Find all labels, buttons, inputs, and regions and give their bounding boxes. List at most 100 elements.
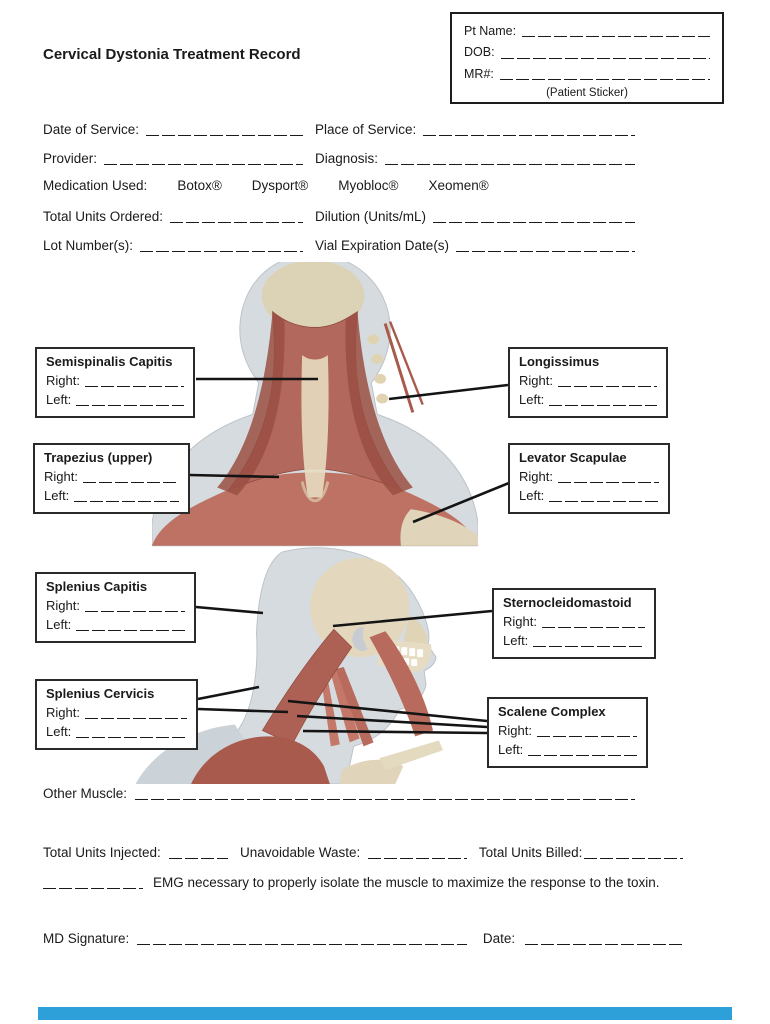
right-label: Right:: [44, 468, 78, 484]
other-muscle-label: Other Muscle:: [43, 785, 128, 801]
right-label: Right:: [46, 704, 80, 720]
md-signature-field[interactable]: [137, 932, 467, 946]
emg-text: EMG necessary to properly isolate the mu…: [153, 874, 660, 890]
scalene-right-field[interactable]: [536, 724, 637, 738]
totals-row: Total Units Injected: Unavoidable Waste:…: [43, 843, 683, 860]
longissimus-left-field[interactable]: [549, 393, 657, 407]
lot-numbers-field[interactable]: [140, 239, 303, 253]
vial-expiration-label: Vial Expiration Date(s): [315, 237, 450, 253]
semispinalis-right-field[interactable]: [84, 374, 184, 388]
total-units-ordered-label: Total Units Ordered:: [43, 208, 164, 224]
other-muscle-field[interactable]: [135, 787, 635, 801]
other-muscle-row: Other Muscle:: [43, 784, 635, 801]
levator-left-field[interactable]: [549, 489, 659, 503]
total-units-billed-label: Total Units Billed:: [478, 844, 583, 860]
muscle-box-scalene-complex: Scalene Complex Right: Left:: [487, 697, 648, 768]
mr-number-field[interactable]: [499, 68, 710, 81]
dilution-field[interactable]: [433, 210, 635, 224]
left-label: Left:: [44, 487, 70, 503]
right-label: Right:: [498, 722, 532, 738]
right-label: Right:: [503, 613, 537, 629]
date-of-service-field[interactable]: [146, 123, 303, 137]
form-title: Cervical Dystonia Treatment Record: [43, 46, 301, 63]
medication-option-xeomen[interactable]: Xeomen®: [428, 178, 489, 193]
dob-label: DOB:: [464, 45, 495, 59]
muscle-name: Scalene Complex: [498, 704, 606, 719]
splenius-capitis-left-field[interactable]: [76, 618, 185, 632]
medication-option-myobloc[interactable]: Myobloc®: [338, 178, 399, 193]
date-of-service-label: Date of Service:: [43, 121, 140, 137]
muscle-box-sternocleidomastoid: Sternocleidomastoid Right: Left:: [492, 588, 656, 659]
splenius-cervicis-left-field[interactable]: [76, 725, 187, 739]
muscle-box-longissimus: Longissimus Right: Left:: [508, 347, 668, 418]
right-label: Right:: [519, 468, 553, 484]
levator-right-field[interactable]: [557, 470, 659, 484]
muscle-box-trapezius-upper: Trapezius (upper) Right: Left:: [33, 443, 190, 514]
muscle-name: Splenius Cervicis: [46, 686, 155, 701]
total-units-injected-label: Total Units Injected:: [43, 844, 161, 860]
left-label: Left:: [519, 487, 545, 503]
unavoidable-waste-field[interactable]: [368, 846, 467, 860]
splenius-capitis-right-field[interactable]: [84, 599, 185, 613]
diagnosis-field[interactable]: [385, 152, 635, 166]
provider-field[interactable]: [104, 152, 303, 166]
patient-sticker-box: Pt Name: DOB: MR#: (Patient Sticker): [450, 12, 724, 104]
semispinalis-left-field[interactable]: [76, 393, 184, 407]
medication-option-botox[interactable]: Botox®: [177, 178, 222, 193]
place-of-service-label: Place of Service:: [315, 121, 417, 137]
longissimus-right-field[interactable]: [557, 374, 657, 388]
footer-accent-bar: [38, 1007, 732, 1020]
dob-field[interactable]: [500, 46, 710, 59]
pt-name-label: Pt Name:: [464, 23, 517, 38]
left-label: Left:: [498, 741, 524, 757]
pt-name-field[interactable]: [522, 25, 710, 38]
muscle-name: Splenius Capitis: [46, 579, 148, 594]
sternocleidomastoid-right-field[interactable]: [541, 615, 645, 629]
lateral-neck-anatomy-image: [135, 547, 443, 784]
muscle-box-splenius-capitis: Splenius Capitis Right: Left:: [35, 572, 196, 643]
total-units-injected-field[interactable]: [168, 846, 228, 860]
muscle-box-levator-scapulae: Levator Scapulae Right: Left:: [508, 443, 670, 514]
right-label: Right:: [46, 597, 80, 613]
muscle-box-semispinalis-capitis: Semispinalis Capitis Right: Left:: [35, 347, 195, 418]
right-label: Right:: [519, 372, 553, 388]
unavoidable-waste-label: Unavoidable Waste:: [239, 844, 361, 860]
splenius-cervicis-right-field[interactable]: [84, 706, 187, 720]
dilution-label: Dilution (Units/mL): [315, 208, 427, 224]
diagnosis-label: Diagnosis:: [315, 150, 379, 166]
right-label: Right:: [46, 372, 80, 388]
left-label: Left:: [46, 391, 72, 407]
md-signature-label: MD Signature:: [43, 930, 130, 946]
muscle-name: Sternocleidomastoid: [503, 595, 632, 610]
muscle-box-splenius-cervicis: Splenius Cervicis Right: Left:: [35, 679, 198, 750]
patient-sticker-caption: (Patient Sticker): [546, 86, 628, 99]
provider-label: Provider:: [43, 150, 98, 166]
signature-row: MD Signature: Date:: [43, 929, 683, 946]
muscle-name: Longissimus: [519, 354, 600, 369]
sternocleidomastoid-left-field[interactable]: [533, 634, 645, 648]
scalene-left-field[interactable]: [528, 743, 637, 757]
place-of-service-field[interactable]: [423, 123, 635, 137]
vial-expiration-field[interactable]: [456, 239, 635, 253]
total-units-billed-field[interactable]: [584, 846, 683, 860]
trapezius-left-field[interactable]: [74, 489, 179, 503]
medication-option-dysport[interactable]: Dysport®: [251, 178, 309, 193]
left-label: Left:: [46, 723, 72, 739]
emg-row: EMG necessary to properly isolate the mu…: [43, 873, 703, 890]
medication-used-label: Medication Used:: [43, 178, 148, 193]
signature-date-field[interactable]: [525, 932, 683, 946]
left-label: Left:: [503, 632, 529, 648]
left-label: Left:: [46, 616, 72, 632]
date-label: Date:: [482, 930, 516, 946]
trapezius-right-field[interactable]: [82, 470, 179, 484]
muscle-name: Semispinalis Capitis: [46, 354, 173, 369]
posterior-neck-anatomy-image: [152, 262, 478, 547]
emg-field[interactable]: [43, 876, 143, 890]
form-fields-section: Date of Service: Place of Service: Provi…: [43, 120, 635, 265]
muscle-name: Trapezius (upper): [44, 450, 153, 465]
left-label: Left:: [519, 391, 545, 407]
total-units-ordered-field[interactable]: [170, 210, 303, 224]
lot-numbers-label: Lot Number(s):: [43, 237, 134, 253]
mr-number-label: MR#:: [464, 66, 494, 81]
